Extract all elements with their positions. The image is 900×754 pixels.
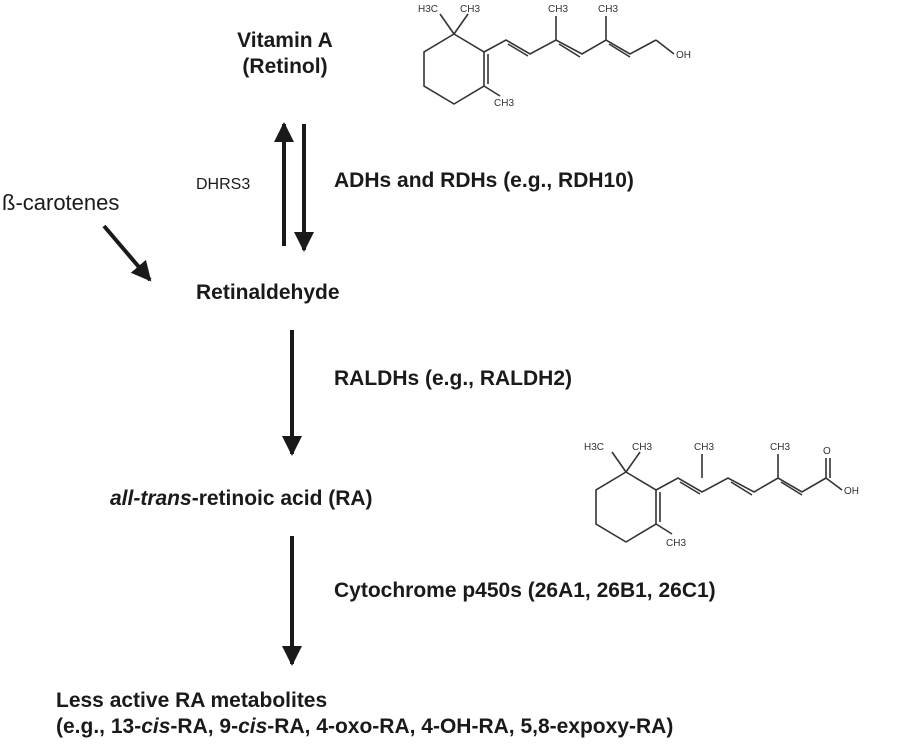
- raldh-label: RALDHs (e.g., RALDH2): [334, 367, 573, 390]
- svg-text:H3C: H3C: [584, 442, 604, 453]
- all-trans-prefix: all-trans: [110, 487, 192, 510]
- carotene-arrow: [102, 224, 152, 282]
- svg-text:OH: OH: [676, 50, 691, 61]
- metabolites-title: Less active RA metabolites: [56, 689, 328, 712]
- dhrs3-label: DHRS3: [196, 176, 251, 193]
- metabolites-label: Less active RA metabolites (e.g., 13-cis…: [56, 688, 673, 740]
- retinol-name: (Retinol): [242, 55, 328, 78]
- svg-text:CH3: CH3: [494, 98, 514, 109]
- svg-text:CH3: CH3: [460, 4, 480, 15]
- carotenes-label: ß-carotenes: [2, 190, 120, 215]
- svg-text:CH3: CH3: [548, 4, 568, 15]
- svg-text:CH3: CH3: [666, 538, 686, 549]
- vitamin-a-name: Vitamin A: [237, 29, 333, 52]
- svg-text:OH: OH: [844, 486, 859, 497]
- svg-text:CH3: CH3: [632, 442, 652, 453]
- retinoic-acid-name: -retinoic acid (RA): [191, 487, 373, 510]
- svg-text:CH3: CH3: [598, 4, 618, 15]
- svg-text:CH3: CH3: [694, 442, 714, 453]
- adh-rdh-label: ADHs and RDHs (e.g., RDH10): [334, 169, 634, 192]
- retinoic-acid-label: all-trans-retinoic acid (RA): [110, 486, 373, 512]
- svg-text:H3C: H3C: [418, 4, 438, 15]
- vitamin-a-label: Vitamin A (Retinol): [200, 28, 370, 80]
- metabolites-examples: (e.g., 13-cis-RA, 9-cis-RA, 4-oxo-RA, 4-…: [56, 715, 674, 738]
- retinaldehyde-label: Retinaldehyde: [196, 281, 340, 304]
- retinoic-acid-ring: [595, 471, 657, 543]
- cyp-label: Cytochrome p450s (26A1, 26B1, 26C1): [334, 579, 716, 602]
- svg-text:CH3: CH3: [770, 442, 790, 453]
- svg-text:O: O: [823, 446, 831, 457]
